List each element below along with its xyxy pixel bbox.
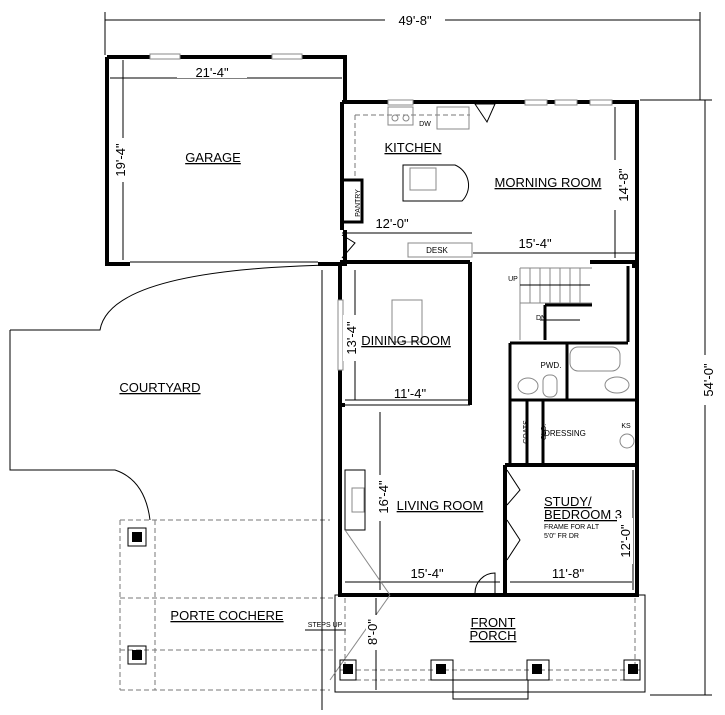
pantry-label: PANTRY	[355, 189, 362, 217]
morning-room-width-label: 15'-4"	[518, 236, 552, 251]
dressing-label: DRESSING	[544, 429, 586, 438]
coats-label: COATS	[523, 420, 530, 444]
front-porch-label-line2: PORCH	[470, 628, 517, 643]
overall-width-label: 49'-8"	[398, 13, 432, 28]
garage: 21'-4" 19'-4" GARAGE	[105, 53, 347, 266]
kitchen: DW KITCHEN PANTRY 12'-0" DESK	[341, 106, 473, 259]
garage-width-label: 21'-4"	[195, 65, 229, 80]
overall-depth-dimension: 54'-0"	[640, 99, 716, 696]
morning-room: MORNING ROOM 14'-8" 15'-4"	[473, 107, 635, 258]
study-note-line1: FRAME FOR ALT	[544, 524, 600, 531]
bath-closet-area: PWD. COATS CLO. DRESSING KS	[508, 341, 637, 465]
porch-depth-label: 8'-0"	[365, 619, 380, 645]
garage-label: GARAGE	[185, 150, 241, 165]
porte-cochere: PORTE COCHERE STEPS UP	[119, 270, 346, 710]
front-porch: 8'-0" FRONT PORCH	[329, 594, 646, 700]
study-bedroom-3: STUDY/ BEDROOM 3 FRAME FOR ALT 5'0" FR D…	[506, 469, 634, 590]
living-room-label: LIVING ROOM	[397, 498, 484, 513]
study-width-label: 11'-8"	[552, 566, 585, 581]
morning-room-depth-label: 14'-8"	[616, 168, 631, 202]
dining-room-depth-label: 13'-4"	[344, 321, 359, 355]
powder-label: PWD.	[541, 361, 562, 370]
living-room-depth-label: 16'-4"	[376, 480, 391, 514]
garage-depth-label: 19'-4"	[113, 143, 128, 177]
porte-cochere-label: PORTE COCHERE	[170, 608, 283, 623]
kitchen-label: KITCHEN	[384, 140, 441, 155]
ks-label: KS	[621, 423, 631, 430]
kitchen-width-label: 12'-0"	[375, 216, 409, 231]
dining-room-width-label: 11'-4"	[394, 386, 427, 401]
study-label-line2: BEDROOM 3	[544, 507, 622, 522]
morning-room-label: MORNING ROOM	[495, 175, 602, 190]
dining-room: DINING ROOM 13'-4" 11'-4"	[343, 270, 468, 401]
stairs: UP DN	[508, 266, 630, 342]
overall-width-dimension: 49'-8"	[104, 12, 701, 100]
steps-up-label: STEPS UP	[308, 622, 343, 629]
stairs-down-label: DN	[536, 315, 546, 322]
overall-depth-label: 54'-0"	[701, 363, 716, 397]
courtyard-outline	[9, 264, 331, 521]
study-note-line2: 5'0" FR DR	[544, 533, 579, 540]
courtyard-label: COURTYARD	[119, 380, 200, 395]
study-label-line1: STUDY/	[544, 494, 592, 509]
closet-label: CLO.	[541, 424, 548, 440]
desk-label: DESK	[426, 246, 448, 255]
front-porch-label-line1: FRONT	[471, 615, 516, 630]
dining-room-label: DINING ROOM	[361, 333, 451, 348]
living-room: LIVING ROOM 16'-4" 15'-4"	[344, 412, 500, 596]
kitchen-island	[402, 164, 470, 202]
stairs-up-label: UP	[508, 276, 518, 283]
dw-label: DW	[419, 121, 431, 128]
living-room-width-label: 15'-4"	[410, 566, 444, 581]
study-depth-label: 12'-0"	[618, 524, 633, 558]
